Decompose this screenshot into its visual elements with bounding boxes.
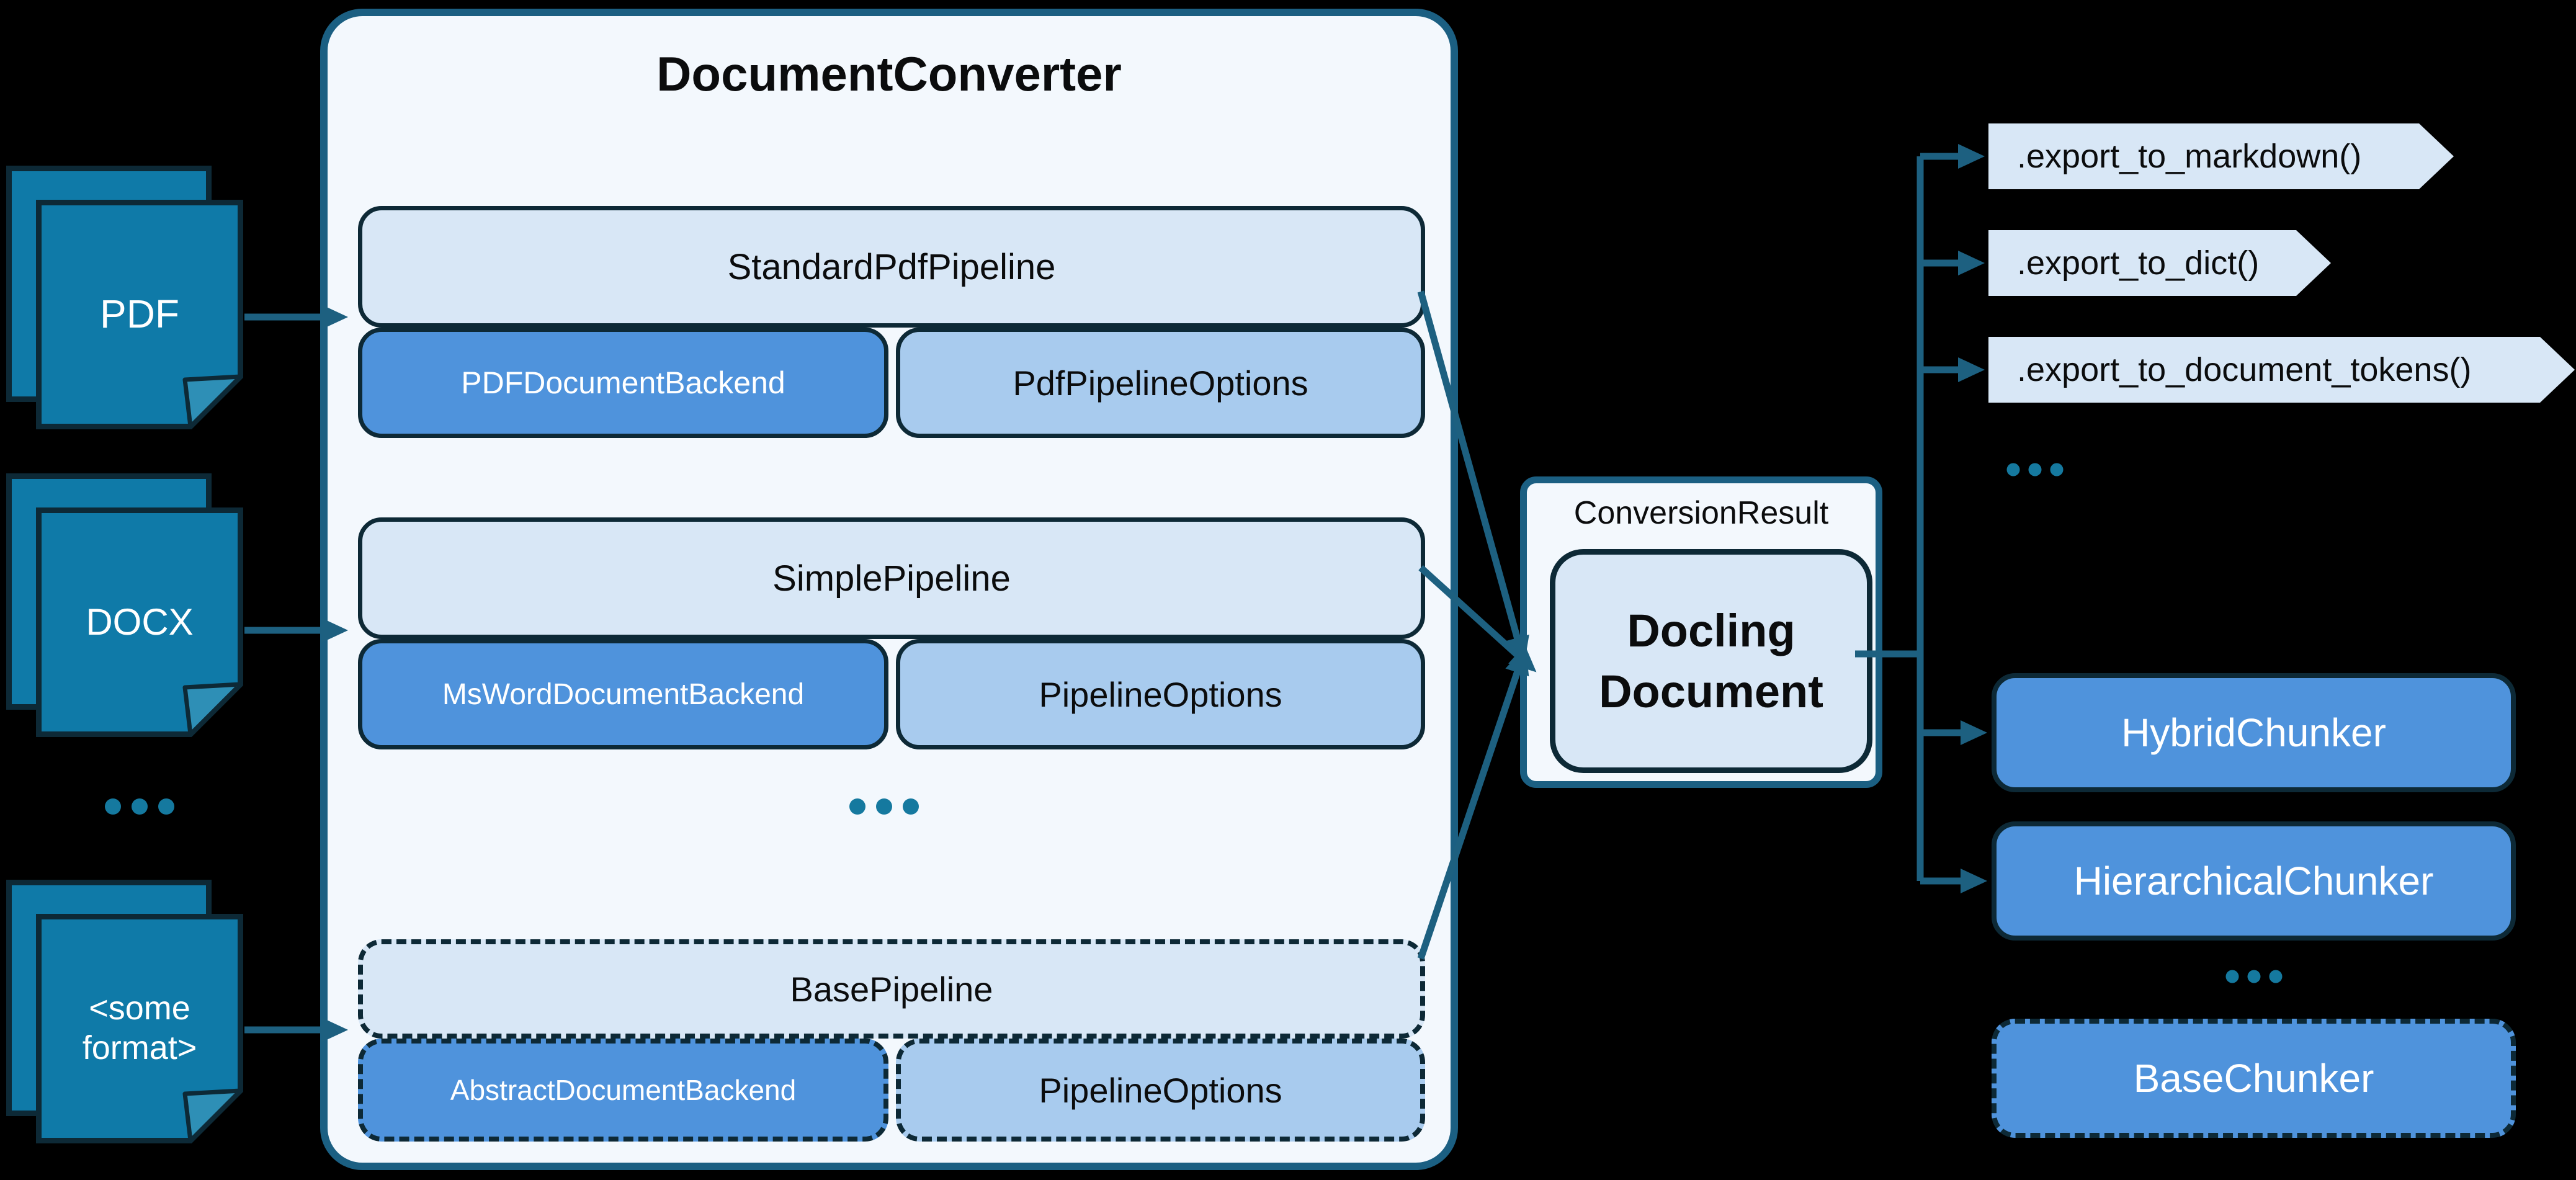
options-base-pipeline: PipelineOptions	[896, 1039, 1425, 1142]
dot-icon	[105, 798, 121, 815]
document-stack-icon	[6, 473, 243, 737]
chunker-hybrid: HybridChunker	[1992, 673, 2516, 792]
exports-ellipsis: ...	[2006, 463, 2064, 476]
backend-pdf-document: PDFDocumentBackend	[358, 328, 888, 438]
converter-ellipsis: ...	[849, 798, 919, 815]
options-pdf-pipeline-label: PdfPipelineOptions	[1013, 363, 1308, 403]
export-method-markdown-label: .export_to_markdown()	[2017, 138, 2362, 175]
backend-msword-document: MsWordDocumentBackend	[358, 639, 888, 749]
options-pdf-pipeline: PdfPipelineOptions	[896, 328, 1425, 438]
export-method-document-tokens: .export_to_document_tokens()	[1988, 337, 2575, 403]
chunker-hierarchical: HierarchicalChunker	[1992, 821, 2516, 941]
document-stack-icon	[6, 166, 243, 429]
document-converter-box: DocumentConverter StandardPdfPipeline PD…	[320, 9, 1458, 1170]
conversion-result-title: ConversionResult	[1573, 495, 1829, 531]
input-doc-docx: DOCX	[6, 473, 243, 737]
chunkers-ellipsis: ...	[2225, 970, 2283, 983]
dot-icon	[2269, 970, 2283, 983]
dot-icon	[903, 798, 919, 815]
dot-icon	[2050, 463, 2064, 476]
options-pipeline: PipelineOptions	[896, 639, 1425, 749]
backend-abstract-document-label: AbstractDocumentBackend	[450, 1074, 797, 1106]
dot-icon	[2247, 970, 2261, 983]
conversion-result-box: ConversionResult Docling Document	[1520, 476, 1882, 788]
inputs-ellipsis: ...	[105, 798, 174, 815]
export-method-document-tokens-label: .export_to_document_tokens()	[2017, 351, 2472, 388]
pipeline-standard-pdf: StandardPdfPipeline	[358, 206, 1425, 328]
converter-ellipsis-text: ...	[849, 798, 850, 799]
chunker-base-label: BaseChunker	[2133, 1056, 2374, 1101]
pipeline-base-label: BasePipeline	[790, 969, 993, 1009]
export-method-dict-label: .export_to_dict()	[2017, 244, 2260, 282]
backend-pdf-document-label: PDFDocumentBackend	[461, 365, 785, 400]
document-converter-title: DocumentConverter	[656, 47, 1122, 101]
docling-document-label: Docling Document	[1599, 604, 1823, 717]
exports-ellipsis-text: ...	[2007, 463, 2008, 464]
document-stack-icon	[6, 880, 243, 1143]
pipeline-simple-label: SimplePipeline	[772, 558, 1011, 599]
input-doc-pdf: PDF	[6, 166, 243, 429]
options-pipeline-label: PipelineOptions	[1039, 674, 1282, 714]
backend-msword-document-label: MsWordDocumentBackend	[442, 677, 805, 711]
input-doc-some-format: <some format>	[6, 880, 243, 1143]
pipeline-standard-pdf-label: StandardPdfPipeline	[727, 246, 1056, 287]
dot-icon	[158, 798, 174, 815]
dot-icon	[2028, 463, 2042, 476]
chunker-hierarchical-label: HierarchicalChunker	[2073, 859, 2434, 903]
input-doc-pdf-label: PDF	[100, 292, 179, 337]
dot-icon	[849, 798, 865, 815]
dot-icon	[876, 798, 892, 815]
dot-icon	[2006, 463, 2020, 476]
chunker-base: BaseChunker	[1992, 1019, 2516, 1138]
pipeline-simple: SimplePipeline	[358, 517, 1425, 639]
input-doc-some-format-label: <some format>	[82, 990, 197, 1066]
docling-document-box: Docling Document	[1550, 549, 1872, 773]
input-doc-docx-label: DOCX	[86, 601, 194, 643]
dot-icon	[2225, 970, 2239, 983]
pipeline-base: BasePipeline	[358, 939, 1425, 1039]
chunkers-ellipsis-text: ...	[2226, 970, 2227, 971]
dot-icon	[132, 798, 148, 815]
options-base-pipeline-label: PipelineOptions	[1039, 1070, 1282, 1110]
chunker-hybrid-label: HybridChunker	[2121, 710, 2386, 755]
export-method-dict: .export_to_dict()	[1988, 230, 2331, 296]
backend-abstract-document: AbstractDocumentBackend	[358, 1039, 888, 1142]
export-method-markdown: .export_to_markdown()	[1988, 123, 2454, 189]
